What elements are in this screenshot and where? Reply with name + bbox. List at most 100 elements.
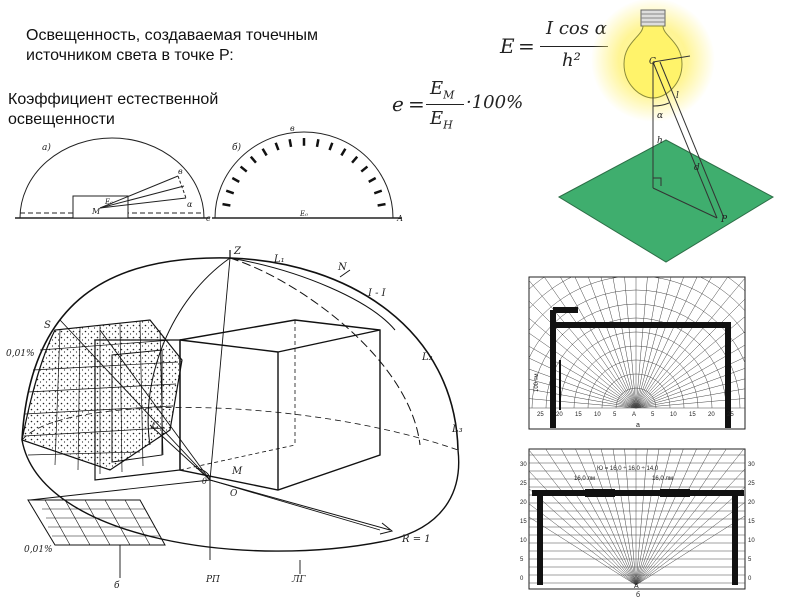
lamp-label-point: P bbox=[720, 215, 728, 225]
lamp-label-height: h bbox=[657, 136, 663, 146]
grid-b-ray bbox=[635, 449, 648, 586]
heading-point-source: Освещенность, создаваемая точечным источ… bbox=[26, 27, 318, 64]
grid-a-tick-label: 10 bbox=[594, 412, 601, 418]
grid-a-ray bbox=[635, 277, 745, 409]
grid-a-ray bbox=[600, 277, 637, 409]
hemi-label-o: O bbox=[230, 489, 238, 499]
illuminance-formula: E = I cos α h² bbox=[500, 16, 620, 76]
grid-b-tick-left: 30 bbox=[520, 462, 527, 468]
small-b-label: б) bbox=[232, 142, 241, 153]
lamp-label-source: C bbox=[649, 57, 656, 67]
tick-mark bbox=[315, 139, 320, 148]
hemisphere-diagram bbox=[21, 250, 460, 578]
grid-a-ray bbox=[543, 277, 637, 409]
tick-mark bbox=[231, 176, 240, 183]
formula-lhs: E bbox=[500, 34, 515, 58]
grid-a-tick-label: 25 bbox=[537, 412, 544, 418]
grid-a-tick-label: 25 bbox=[727, 412, 734, 418]
grid-a-tick-label: A bbox=[632, 412, 636, 418]
small-a-letter-v: в bbox=[178, 167, 183, 176]
grid-a-ray bbox=[635, 277, 672, 409]
small-diagram-b: б) в с Е₀ А bbox=[206, 124, 403, 223]
grid-b-tick-left: 0 bbox=[520, 576, 524, 582]
grid-b-tick-left: 10 bbox=[520, 538, 527, 544]
grid-b-ray bbox=[624, 449, 637, 586]
grid-b-annotation-left: 16,0 лм bbox=[574, 476, 595, 482]
formula-numerator: I cos α bbox=[546, 18, 607, 39]
tick-mark bbox=[239, 165, 248, 173]
grid-a-ray bbox=[529, 357, 637, 409]
grid-a-tick-label: 20 bbox=[708, 412, 715, 418]
tick-mark bbox=[373, 189, 383, 195]
grid-a-ray bbox=[635, 316, 745, 409]
grid-a-vertical-label: 100 тм bbox=[534, 373, 540, 392]
grid-b-ray bbox=[635, 486, 745, 586]
lamp-label-distance: l bbox=[676, 91, 679, 101]
grid-b-tick-left: 25 bbox=[520, 481, 527, 487]
hemi-label-pct-top: 0,01% bbox=[6, 349, 35, 359]
grid-a-ray bbox=[529, 398, 637, 409]
grid-b-ray bbox=[635, 449, 727, 586]
hemi-label-rp: РП bbox=[205, 575, 220, 585]
heading-daylight-factor: Коэффициент естественной освещенности bbox=[8, 91, 219, 128]
grid-b-tick-right: 10 bbox=[748, 538, 755, 544]
grid-a-ray bbox=[624, 277, 637, 409]
grid-b-tick-right: 25 bbox=[748, 481, 755, 487]
hemi-label-l2: L₂ bbox=[421, 352, 433, 363]
grid-a-ray bbox=[635, 388, 745, 409]
hemi-label-radius: R = 1 bbox=[401, 534, 431, 545]
grid-a-ray bbox=[635, 277, 698, 409]
grid-a-ray bbox=[635, 298, 745, 409]
small-b-letter-a: А bbox=[396, 214, 403, 223]
grid-a-ray bbox=[529, 388, 637, 409]
grid-a-ray bbox=[635, 398, 745, 409]
grid-b-tick-left: 20 bbox=[520, 500, 527, 506]
tick-mark bbox=[340, 148, 347, 157]
grid-a-ray bbox=[560, 277, 637, 409]
small-a-label: а) bbox=[42, 142, 51, 153]
grid-a-ray bbox=[529, 332, 637, 409]
grid-b-ray bbox=[635, 449, 712, 586]
grid-a-ray bbox=[574, 277, 637, 409]
grid-b-ray bbox=[560, 449, 637, 586]
small-b-tick-marks bbox=[222, 138, 386, 207]
small-a-letter-e0: E₀ bbox=[104, 198, 113, 206]
grid-a-ray bbox=[529, 379, 637, 409]
grid-a-tick-label: 15 bbox=[689, 412, 696, 418]
grid-b-ray bbox=[600, 449, 637, 586]
grid-a-tick-label: 10 bbox=[670, 412, 677, 418]
tick-mark bbox=[222, 202, 231, 207]
formula2-den: EH bbox=[430, 108, 453, 132]
grid-a-ray bbox=[529, 300, 637, 409]
work-plane bbox=[557, 139, 775, 263]
grid-a-ray bbox=[529, 317, 637, 409]
hemi-label-l1: L₁ bbox=[273, 254, 285, 265]
small-a-letter-m: M bbox=[91, 207, 101, 216]
grid-b-ray bbox=[529, 470, 637, 586]
small-b-letter-c: с bbox=[206, 214, 211, 223]
grid-b-ray bbox=[612, 449, 637, 586]
formula-fraction-bar bbox=[540, 46, 608, 47]
grid-a-tick-label: 5 bbox=[613, 412, 617, 418]
grid-a-ray bbox=[635, 277, 660, 409]
grid-b-ray bbox=[635, 468, 745, 586]
grid-b-tick-right: 30 bbox=[748, 462, 755, 468]
tick-mark bbox=[261, 148, 268, 157]
tick-mark bbox=[328, 142, 334, 151]
grid-b-ray bbox=[635, 515, 745, 586]
tick-mark bbox=[360, 165, 369, 173]
tick-mark bbox=[288, 139, 293, 148]
small-diagram-a: а) в α M E₀ bbox=[15, 137, 210, 219]
grid-b-tick-right: 5 bbox=[748, 557, 752, 563]
grid-b-ray bbox=[635, 501, 745, 586]
lamp-label-d: d bbox=[694, 163, 700, 173]
grid-b-ray bbox=[635, 449, 745, 586]
tick-mark bbox=[377, 202, 386, 207]
grid-b-ray bbox=[635, 449, 660, 586]
formula2-lhs: e bbox=[392, 92, 404, 116]
hemisphere-labels: Z L₁ N I - I L₂ L₃ S 0,01% 0,01% C M O θ… bbox=[6, 246, 463, 591]
small-b-letter-v: в bbox=[290, 124, 295, 133]
